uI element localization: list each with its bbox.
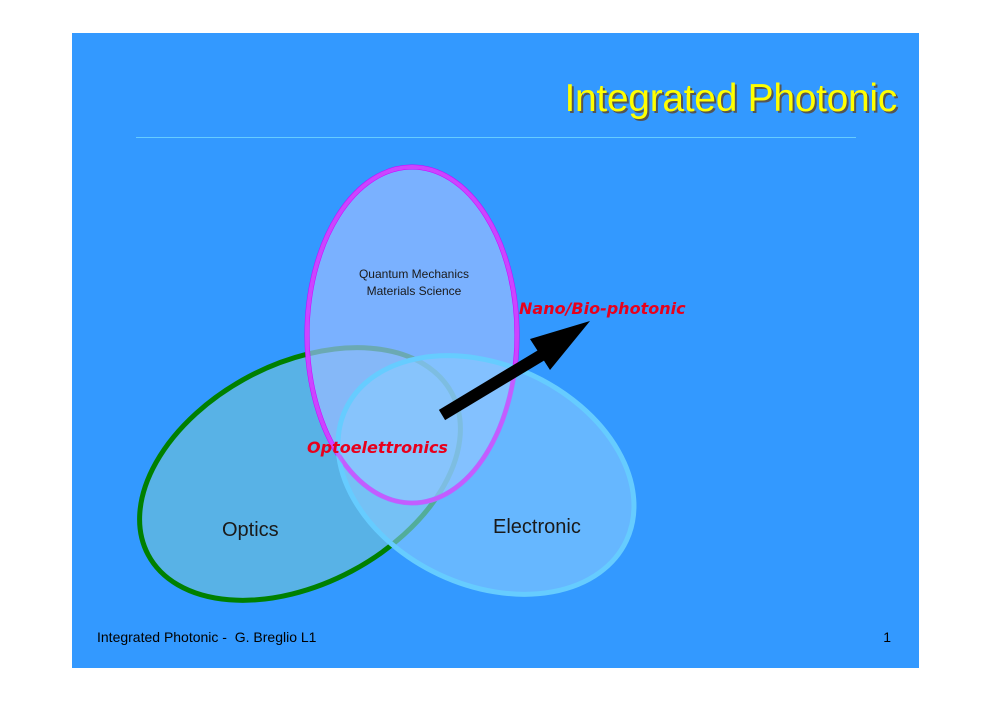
venn-diagram: Quantum Mechanics Materials Science Nano… — [137, 164, 686, 603]
slide: Integrated Photonic Quantum Mechanics Ma… — [72, 33, 919, 668]
page-number: 1 — [883, 629, 891, 645]
optics-label: Optics — [222, 519, 279, 541]
quantum-label-line-2: Materials Science — [367, 284, 462, 298]
slide-title: Integrated Photonic — [564, 77, 897, 120]
electronic-label: Electronic — [493, 516, 581, 538]
arrow-label: Nano/Bio-photonic — [519, 299, 686, 318]
intersection-label: Optoelettronics — [307, 438, 448, 457]
electronic-set — [335, 353, 637, 597]
quantum-set-outline — [305, 165, 519, 505]
quantum-label-line-1: Quantum Mechanics — [359, 267, 469, 281]
arrow-icon — [438, 321, 590, 421]
footer-text: Integrated Photonic - G. Breglio L1 — [97, 629, 317, 645]
title-divider — [136, 137, 856, 138]
